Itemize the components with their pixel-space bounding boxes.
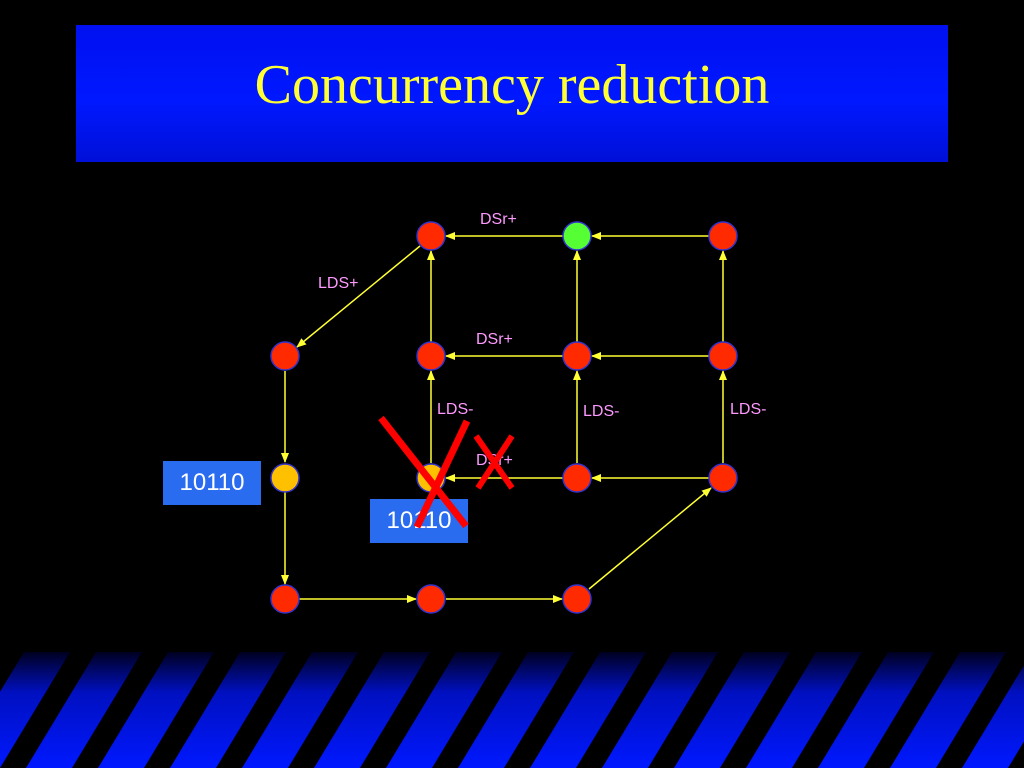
title-banner: Concurrency reduction: [76, 25, 948, 162]
node-top-center-initial: [562, 221, 592, 251]
diagonal-black-stripes: [0, 652, 1024, 768]
node-bottom-left: [270, 584, 300, 614]
edge-label-lds-minus-right: LDS-: [730, 401, 766, 418]
cross-mark-small: [473, 434, 515, 490]
edge-label-lds-minus-center: LDS-: [583, 403, 619, 420]
edge-label-lds-minus-left: LDS-: [437, 401, 473, 418]
cross-mark-large-stroke-1: [378, 415, 469, 529]
diagonal-stripe: [432, 652, 528, 768]
node-top-right: [708, 221, 738, 251]
slide-title: Concurrency reduction: [254, 54, 770, 116]
node-low-right: [708, 463, 738, 493]
diagonal-stripe: [144, 652, 240, 768]
node-mid-center: [562, 341, 592, 371]
node-low-center: [562, 463, 592, 493]
diagonal-stripe: [0, 652, 96, 768]
diagonal-stripe: [216, 652, 312, 768]
diagonal-stripe: [720, 652, 816, 768]
diagonal-stripe: [576, 652, 672, 768]
edge-label-dsr-plus-mid: DSr+: [476, 331, 513, 348]
edge-label-dsr-plus-top: DSr+: [480, 211, 517, 228]
edge-top-left-to-back-left: [296, 245, 421, 348]
edge-label-lds-plus: LDS+: [318, 275, 358, 292]
node-back-left: [270, 341, 300, 371]
edge-labels: DSr+ LDS+ DSr+ LDS- LDS- LDS- DSr+: [318, 211, 766, 469]
node-top-left: [416, 221, 446, 251]
edges: [281, 232, 727, 603]
decorative-stripe-band: [0, 652, 1024, 768]
state-code-box-left: 10110: [163, 461, 261, 505]
diagonal-stripe: [864, 652, 960, 768]
diagonal-stripe: [648, 652, 744, 768]
diagonal-stripe: [360, 652, 456, 768]
node-mid-right: [708, 341, 738, 371]
diagonal-stripe: [792, 652, 888, 768]
node-bottom-center: [416, 584, 446, 614]
node-bottom-right: [562, 584, 592, 614]
edge-bottom-right-to-low-right: [588, 487, 712, 590]
diagonal-stripe: [72, 652, 168, 768]
diagonal-stripe: [288, 652, 384, 768]
node-mid-left: [416, 341, 446, 371]
node-back-mid-highlight: [270, 463, 300, 493]
cross-mark-large: [378, 415, 471, 529]
diagonal-stripe: [504, 652, 600, 768]
diagonal-stripe: [936, 652, 1024, 768]
cross-mark-small-stroke-2: [475, 434, 515, 490]
cross-mark-large-stroke-2: [413, 419, 471, 529]
